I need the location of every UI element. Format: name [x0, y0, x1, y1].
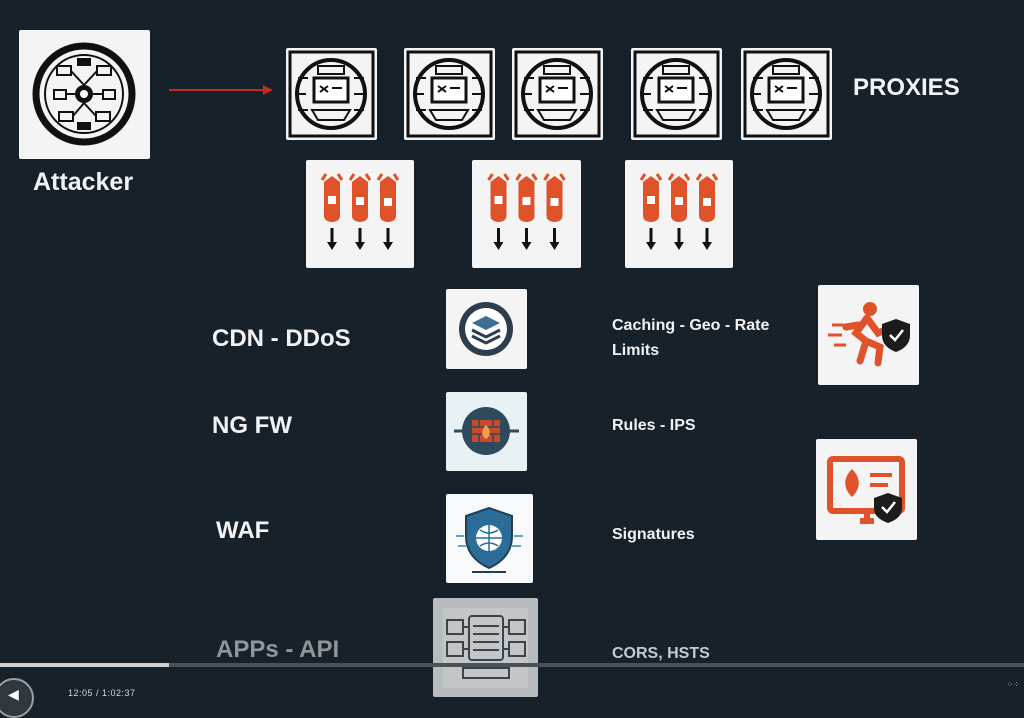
- running-person-shield-icon: [828, 302, 910, 367]
- layer-detail-apps: CORS, HSTS: [612, 645, 710, 662]
- firewall-tile: [446, 392, 527, 471]
- proxy-computer-icon: [288, 50, 375, 138]
- layer-detail-cdn: Caching - Geo - Rate Limits: [612, 317, 770, 359]
- proxy-tile: [741, 48, 832, 140]
- server-rack-icon: [443, 608, 528, 688]
- rate-limit-tile: [818, 285, 919, 385]
- proxy-tile: [512, 48, 603, 140]
- proxy-computer-icon: [633, 50, 720, 138]
- layer-name-cdn: CDN - DDoS: [212, 325, 351, 352]
- cdn-tile: [446, 289, 527, 369]
- volume-button[interactable]: ◀: [0, 678, 34, 718]
- missile-lock-icon: [639, 173, 719, 250]
- missile-lock-icon: [320, 173, 400, 250]
- proxy-computer-icon: [406, 50, 493, 138]
- video-time: 12:05 / 1:02:37: [68, 688, 136, 698]
- proxy-computer-icon: [743, 50, 830, 138]
- missile-lock-icon: [487, 173, 566, 250]
- monitor-fire-tile: [816, 439, 917, 540]
- attack-payload-tile: [306, 160, 414, 268]
- video-progress-fill: [0, 663, 169, 667]
- cdn-layers-icon: [459, 302, 513, 356]
- proxy-tile: [286, 48, 377, 140]
- attacker-tile: [19, 30, 150, 159]
- proxies-label: PROXIES: [853, 74, 960, 101]
- attacker-network-icon: [32, 42, 136, 146]
- layer-name-ngfw: NG FW: [212, 412, 292, 439]
- firewall-icon: [454, 407, 519, 455]
- layer-name-apps: APPs - API: [216, 636, 340, 663]
- attacker-label: Attacker: [33, 168, 134, 196]
- shield-globe-icon: [456, 506, 523, 573]
- video-progress-bar[interactable]: [0, 663, 1024, 667]
- layer-name-waf: WAF: [216, 517, 270, 544]
- layer-detail-waf: Signatures: [612, 526, 695, 543]
- apps-tile: [433, 598, 538, 697]
- proxy-computer-icon: [514, 50, 601, 138]
- layer-detail-ngfw: Rules - IPS: [612, 417, 696, 434]
- settings-dots-icon[interactable]: ⁘⁘: [1006, 680, 1020, 689]
- proxy-tile: [631, 48, 722, 140]
- speaker-icon: ◀: [8, 686, 19, 702]
- attack-payload-tile: [625, 160, 733, 268]
- waf-tile: [446, 494, 533, 583]
- attack-arrow: [169, 85, 273, 95]
- monitor-fire-shield-icon: [827, 456, 905, 524]
- attack-payload-tile: [472, 160, 581, 268]
- proxy-tile: [404, 48, 495, 140]
